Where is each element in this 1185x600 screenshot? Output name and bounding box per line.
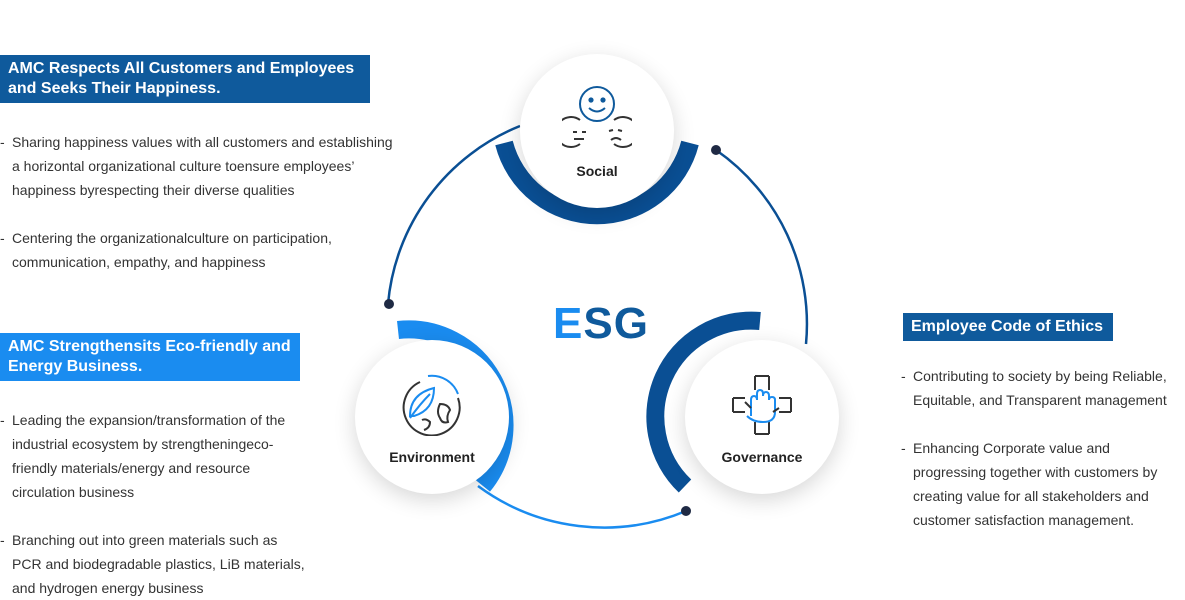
environment-title-line1: AMC Strengthensits Eco-friendly and bbox=[8, 338, 291, 355]
social-title-line2: and Seeks Their Happiness. bbox=[8, 80, 221, 97]
esg-e: E bbox=[553, 299, 584, 348]
ring-dot bbox=[384, 299, 394, 309]
esg-sg: SG bbox=[583, 299, 649, 348]
esg-title: ESG bbox=[553, 298, 649, 350]
list-item: Leading the expansion/transformation of … bbox=[0, 408, 330, 504]
governance-node: Governance bbox=[685, 340, 839, 494]
list-item: Contributing to society by being Reliabl… bbox=[901, 364, 1185, 412]
social-accent-arc bbox=[495, 140, 699, 225]
social-bullets: Sharing happiness values with all custom… bbox=[0, 130, 420, 274]
list-item: Branching out into green materials such … bbox=[0, 528, 330, 600]
environment-title-line2: Energy Business. bbox=[8, 358, 143, 375]
governance-bullets: Contributing to society by being Reliabl… bbox=[901, 364, 1185, 532]
governance-label: Governance bbox=[721, 449, 803, 465]
ring-social-to-governance bbox=[715, 148, 809, 345]
social-panel-title: AMC Respects All Customers and Employees… bbox=[0, 55, 370, 103]
leaf-globe-icon bbox=[400, 370, 466, 441]
smiley-faces-icon bbox=[555, 84, 639, 155]
governance-panel-title: Employee Code of Ethics bbox=[903, 313, 1113, 341]
social-node: Social bbox=[520, 54, 674, 208]
governance-accent-arc bbox=[646, 311, 761, 493]
ring-dot bbox=[681, 506, 691, 516]
joined-hands-icon bbox=[729, 372, 795, 443]
social-title-line1: AMC Respects All Customers and Employees bbox=[8, 60, 355, 77]
list-item: Enhancing Corporate value and progressin… bbox=[901, 436, 1185, 532]
list-item: Centering the organizationalculture on p… bbox=[0, 226, 420, 274]
environment-label: Environment bbox=[389, 449, 475, 465]
environment-node: Environment bbox=[355, 340, 509, 494]
environment-bullets: Leading the expansion/transformation of … bbox=[0, 408, 330, 600]
environment-panel-title: AMC Strengthensits Eco-friendly and Ener… bbox=[0, 333, 300, 381]
ring-environment-to-governance bbox=[477, 484, 687, 529]
list-item: Sharing happiness values with all custom… bbox=[0, 130, 420, 202]
ring-dot bbox=[711, 145, 721, 155]
social-label: Social bbox=[576, 163, 618, 179]
